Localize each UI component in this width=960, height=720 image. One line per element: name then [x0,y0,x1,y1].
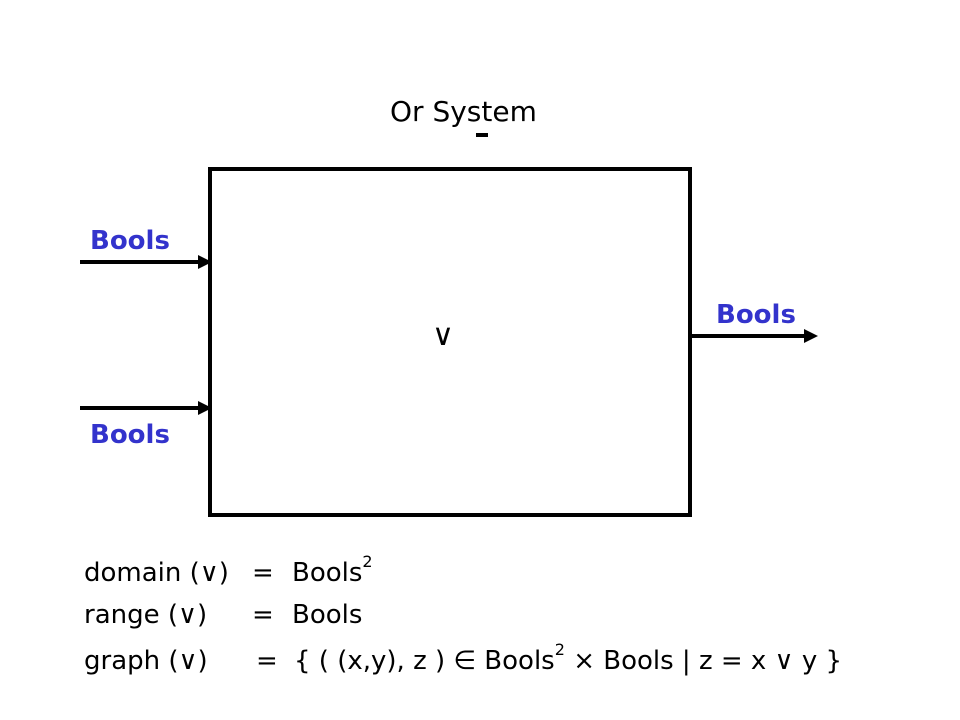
graph-lhs: graph (∨) [84,646,208,676]
graph-equals: = [256,646,278,676]
graph-definition: graph (∨) = { ( (x,y), z ) ∈ Bools2 × Bo… [84,640,842,676]
input-arrow-bottom-head [198,401,212,415]
graph-exponent: 2 [554,640,565,659]
domain-definition: domain (∨) = Bools2 [84,552,373,588]
diagram-title: Or System [390,95,537,128]
range-definition: range (∨) = Bools [84,600,362,630]
domain-rhs: Bools2 [292,552,373,588]
input-label-top: Bools [90,226,170,256]
domain-lhs: domain (∨) [84,558,229,588]
range-rhs: Bools [292,600,363,630]
system-box [208,167,692,517]
domain-rhs-text: Bools [292,558,363,588]
range-lhs: range (∨) [84,600,208,630]
output-label: Bools [716,300,796,330]
graph-rhs-part2: × Bools | z = x ∨ y } [573,646,843,676]
domain-exponent: 2 [362,552,373,571]
domain-equals: = [252,558,274,588]
graph-rhs: { ( (x,y), z ) ∈ Bools2 × Bools | z = x … [294,640,843,676]
title-underline-mark [476,133,488,137]
input-label-bottom: Bools [90,420,170,450]
input-arrow-top-head [198,255,212,269]
or-operator-symbol: ∨ [432,318,454,353]
range-equals: = [252,600,274,630]
graph-rhs-part1: { ( (x,y), z ) ∈ Bools [294,646,555,676]
output-arrow-head [804,329,818,343]
